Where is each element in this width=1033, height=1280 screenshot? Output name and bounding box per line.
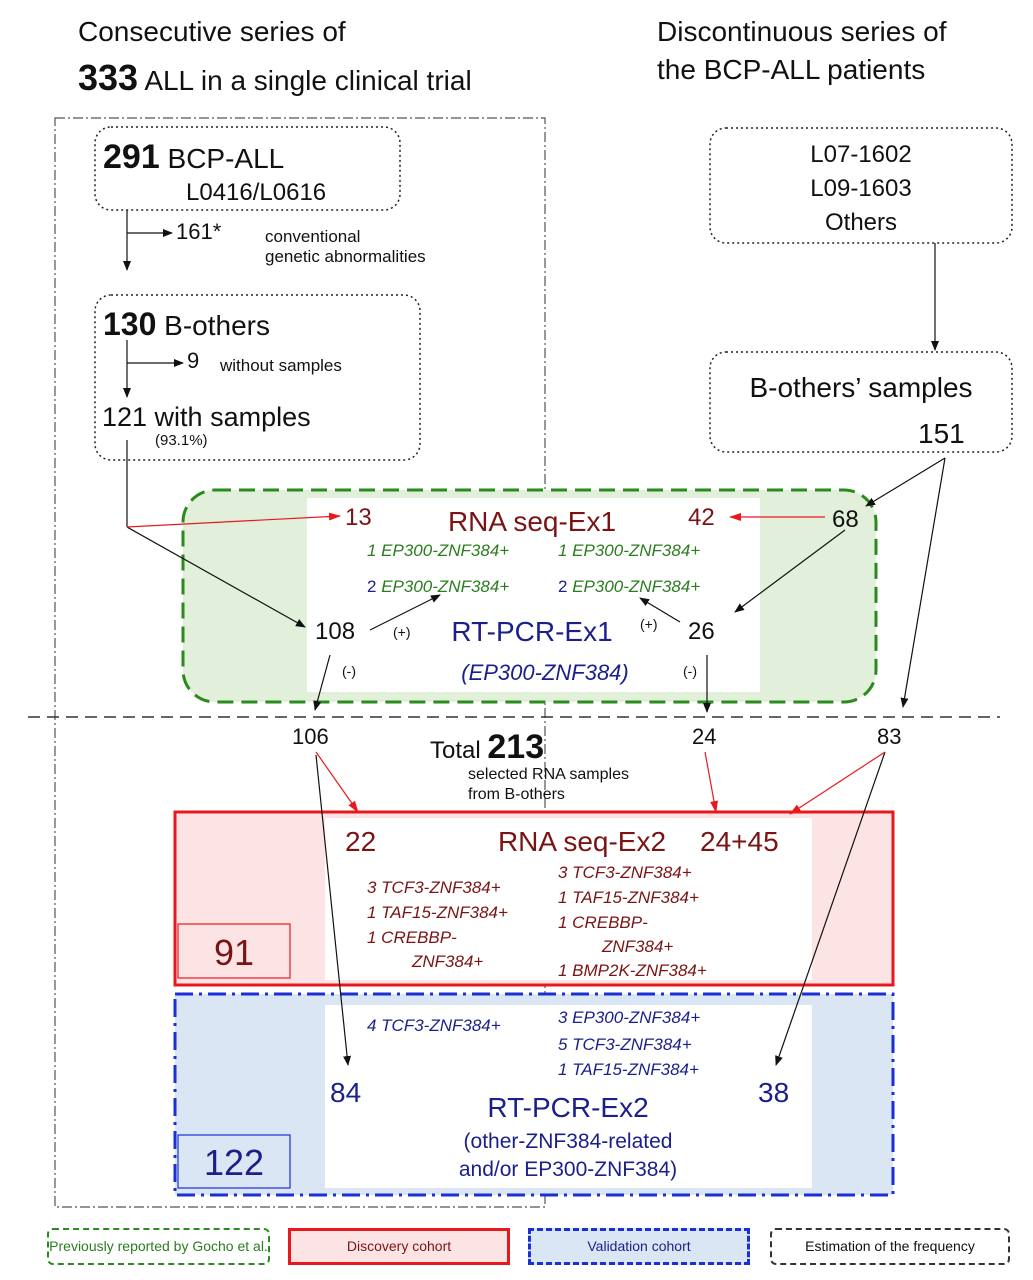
ex2-rna-right-result: 1 TAF15-ZNF384+ — [558, 888, 699, 907]
ex1-pcr-right-fusion: EP300-ZNF384+ — [572, 577, 701, 596]
legend-previously-reported: Previously reported by Gocho et al. — [47, 1228, 270, 1265]
ex1-rna-right-result: 1 EP300-ZNF384+ — [558, 541, 701, 560]
series-box — [709, 127, 1013, 244]
excluded-line2: genetic abnormalities — [265, 247, 426, 266]
ex2-rna-right-result: 1 BMP2K-ZNF384+ — [558, 961, 707, 980]
ex2-pcr-left-result: 4 TCF3-ZNF384+ — [367, 1016, 501, 1035]
validation-total-box — [177, 1134, 291, 1189]
with-samples: 121 with samples — [102, 402, 311, 432]
bcp-all-count: 291 — [103, 138, 160, 176]
ex1-pcr-right-count: 26 — [688, 618, 715, 645]
total-all-count: 333 — [78, 57, 139, 98]
b-others-heading: 130 B-others — [103, 308, 270, 340]
ex2-pcr-sub2: and/or EP300-ZNF384) — [458, 1158, 678, 1181]
ex1-pcr-right-n: 2 — [558, 577, 568, 596]
ex2-left-count: 22 — [345, 826, 377, 857]
discovery-total: 91 — [213, 932, 255, 973]
b-others-count: 130 — [103, 306, 157, 342]
left-title-line1: Consecutive series of — [78, 16, 346, 47]
ex1-rna-title: RNA seq-Ex1 — [447, 506, 617, 537]
series-3: Others — [824, 209, 898, 236]
ex1-right-input: 68 — [832, 506, 859, 533]
discovery-total-box — [177, 923, 291, 979]
ex2-rna-right-result: ZNF384+ — [602, 937, 674, 956]
ex2-pcr-right-result: 5 TCF3-ZNF384+ — [558, 1035, 692, 1054]
ex1-left-rna-count: 13 — [345, 504, 372, 531]
ex1-pcr-right-result: 2 EP300-ZNF384+ — [558, 578, 700, 595]
ex2-right-count: 24+45 — [700, 826, 779, 857]
ex1-right-positive: (+) — [640, 616, 658, 632]
ex2-rna-left-result: 3 TCF3-ZNF384+ — [367, 878, 501, 897]
excluded-count: 161* — [176, 219, 222, 244]
series-2: L09-1603 — [810, 175, 912, 202]
ex1-rna-left-result: 1 EP300-ZNF384+ — [367, 541, 510, 560]
no-sample-count: 9 — [187, 348, 200, 373]
ex2-pcr-right-result: 3 EP300-ZNF384+ — [558, 1008, 701, 1027]
total-heading: Total 213 — [430, 730, 544, 764]
total-sub1: selected RNA samples — [468, 766, 629, 783]
mid-left-count: 106 — [292, 724, 329, 749]
ex2-pcr-right-result: 1 TAF15-ZNF384+ — [558, 1060, 699, 1079]
samples-count: 151 — [918, 418, 965, 449]
ex1-pcr-left-n: 2 — [367, 577, 377, 596]
ex1-right-rna-count: 42 — [688, 504, 715, 531]
samples-box — [709, 351, 1013, 453]
total-sub2: from B-others — [468, 786, 565, 803]
left-title-text: ALL in a single clinical trial — [144, 65, 472, 96]
ex1-pcr-subtitle: (EP300-ZNF384) — [461, 660, 629, 685]
ex1-right-negative: (-) — [683, 663, 697, 679]
validation-total: 122 — [203, 1142, 265, 1183]
mid-right-count: 83 — [877, 724, 902, 749]
ex2-rna-left-result: 1 TAF15-ZNF384+ — [367, 903, 508, 922]
bcp-all-box — [94, 126, 401, 211]
ex2-pcr-right-count: 38 — [758, 1077, 790, 1108]
bcp-trials: L0416/L0616 — [186, 179, 327, 206]
total-label: Total — [430, 737, 481, 764]
legend-discovery-cohort: Discovery cohort — [288, 1228, 510, 1265]
ex2-rna-left-result: 1 CREBBP- — [367, 928, 457, 947]
right-title-line2: the BCP-ALL patients — [657, 54, 926, 85]
excluded-line1: conventional — [265, 227, 361, 246]
ex2-rna-left-result: ZNF384+ — [412, 952, 484, 971]
b-others-box — [94, 294, 421, 461]
ex2-rna-right-result: 1 CREBBP- — [558, 913, 648, 932]
ex2-rna-right-result: 3 TCF3-ZNF384+ — [558, 863, 692, 882]
samples-label: B-others’ samples — [749, 372, 973, 403]
legend-estimation: Estimation of the frequency — [770, 1228, 1010, 1265]
mid-center-count: 24 — [692, 724, 717, 749]
no-sample-label: without samples — [220, 356, 342, 375]
ex1-left-positive: (+) — [393, 624, 411, 640]
ex1-pcr-left-fusion: EP300-ZNF384+ — [381, 577, 510, 596]
ex1-pcr-left-count: 108 — [315, 618, 356, 645]
right-title-line1: Discontinuous series of — [657, 16, 947, 47]
ex2-pcr-left-count: 84 — [330, 1077, 362, 1108]
with-samples-pct: (93.1%) — [155, 432, 208, 449]
ex1-pcr-title: RT-PCR-Ex1 — [451, 616, 613, 647]
ex1-pcr-left-result: 2 EP300-ZNF384+ — [367, 578, 509, 595]
legend-validation-cohort: Validation cohort — [528, 1228, 750, 1265]
total-count: 213 — [487, 728, 545, 766]
b-others-label: B-others — [164, 310, 270, 341]
ex1-left-negative: (-) — [342, 663, 356, 679]
bcp-all-label: BCP-ALL — [167, 143, 285, 174]
ex2-pcr-sub1: (other-ZNF384-related — [463, 1130, 673, 1153]
ex2-rna-title: RNA seq-Ex2 — [497, 826, 667, 857]
bcp-all-heading: 291 BCP-ALL — [103, 140, 284, 174]
ex2-pcr-title: RT-PCR-Ex2 — [487, 1092, 649, 1123]
series-1: L07-1602 — [810, 141, 912, 168]
left-title-line2: 333 ALL in a single clinical trial — [78, 60, 472, 96]
